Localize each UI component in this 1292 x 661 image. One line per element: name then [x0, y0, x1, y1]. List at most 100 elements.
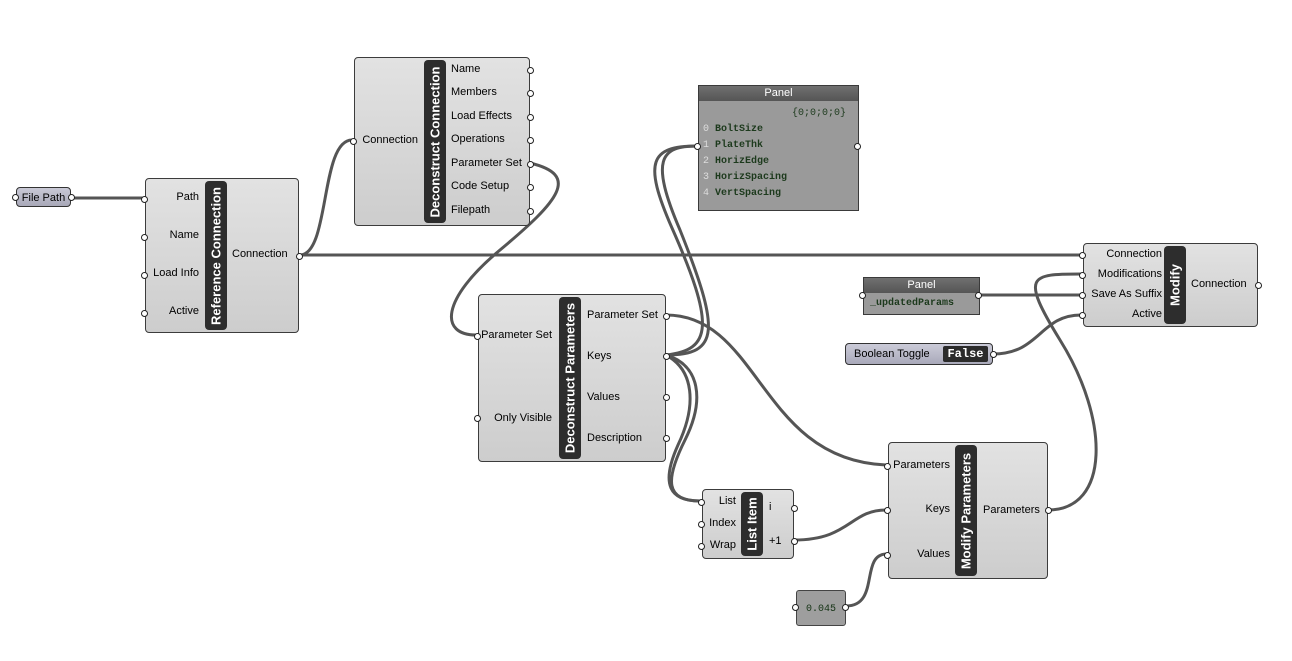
output-grip-filepath[interactable]: [527, 208, 534, 215]
component-title: List Item: [744, 497, 760, 551]
input-active: Active: [1132, 308, 1162, 320]
panel-value: _updatedParams: [870, 298, 955, 309]
input-grip-parameters[interactable]: [884, 463, 891, 470]
input-grip-name[interactable]: [141, 234, 148, 241]
input-only-visible: Only Visible: [494, 412, 552, 424]
output-item: i: [769, 501, 772, 513]
component-title-bar: Deconstruct Parameters: [559, 297, 581, 459]
input-grip-active[interactable]: [141, 310, 148, 317]
toggle-value[interactable]: False: [943, 346, 988, 362]
component-title: Reference Connection: [208, 186, 224, 325]
input-wrap: Wrap: [709, 539, 736, 551]
output-grip-operations[interactable]: [527, 137, 534, 144]
component-title-bar: Reference Connection: [205, 181, 227, 330]
output-grip-item[interactable]: [791, 505, 798, 512]
output-grip-keys[interactable]: [663, 353, 670, 360]
deconstruct-connection-component[interactable]: Connection Deconstruct Connection Name M…: [350, 57, 534, 226]
input-connection: Connection: [1106, 248, 1162, 260]
output-grip-load-effects[interactable]: [527, 114, 534, 121]
input-index: Index: [709, 517, 736, 529]
file-path-label: File Path: [21, 192, 66, 204]
boolean-toggle[interactable]: Boolean Toggle False: [845, 343, 997, 365]
component-title-bar: Modify Parameters: [955, 445, 977, 576]
input-grip-modifications[interactable]: [1079, 272, 1086, 279]
file-path-parameter[interactable]: File Path: [12, 187, 75, 207]
input-grip-parameter-set[interactable]: [474, 333, 481, 340]
file-path-output-grip[interactable]: [68, 194, 75, 201]
input-load-info: Load Info: [153, 267, 199, 279]
input-active: Active: [169, 305, 199, 317]
output-keys: Keys: [587, 350, 612, 362]
panel-output-grip[interactable]: [854, 143, 861, 150]
input-list: List: [718, 495, 736, 507]
output-grip-code-setup[interactable]: [527, 184, 534, 191]
output-name: Name: [451, 63, 481, 75]
output-grip-parameter-set[interactable]: [663, 313, 670, 320]
input-grip-connection[interactable]: [350, 138, 357, 145]
row-value: HorizEdge: [715, 156, 770, 167]
panel-input-grip[interactable]: [694, 143, 701, 150]
reference-connection-component[interactable]: Path Name Load Info Active Reference Con…: [141, 178, 303, 333]
modify-component[interactable]: Connection Modifications Save As Suffix …: [1079, 243, 1262, 327]
panel-keys[interactable]: Panel {0;0;0;0} 0 BoltSize 1 PlateThk 2 …: [694, 85, 861, 211]
panel-suffix[interactable]: Panel _updatedParams: [859, 277, 982, 315]
output-grip-name[interactable]: [527, 67, 534, 74]
output-grip-parameter-set[interactable]: [527, 161, 534, 168]
output-description: Description: [587, 432, 643, 444]
input-values: Values: [917, 548, 950, 560]
number-output-grip[interactable]: [842, 604, 849, 611]
output-parameter-set: Parameter Set: [587, 309, 658, 321]
input-grip-list[interactable]: [698, 499, 705, 506]
row-value: BoltSize: [715, 124, 764, 135]
input-grip-index[interactable]: [698, 521, 705, 528]
panel-title: Panel: [864, 278, 979, 293]
input-grip-connection[interactable]: [1079, 252, 1086, 259]
number-input-grip[interactable]: [792, 604, 799, 611]
input-keys: Keys: [925, 503, 950, 515]
panel-row: 1 PlateThk: [699, 138, 854, 154]
output-grip-parameters[interactable]: [1045, 507, 1052, 514]
panel-data-path: {0;0;0;0}: [791, 108, 846, 119]
deconstruct-parameters-component[interactable]: Parameter Set Only Visible Deconstruct P…: [474, 294, 670, 462]
file-path-input-grip[interactable]: [12, 194, 19, 201]
wire-keys-to-listitem-b: [664, 353, 702, 503]
output-values: Values: [587, 391, 620, 403]
output-grip-connection[interactable]: [296, 253, 303, 260]
row-value: PlateThk: [715, 140, 764, 151]
panel-input-grip[interactable]: [859, 292, 866, 299]
wire-listitem-to-keys: [792, 508, 888, 542]
output-grip-description[interactable]: [663, 435, 670, 442]
output-grip-values[interactable]: [663, 394, 670, 401]
input-grip-load-info[interactable]: [141, 272, 148, 279]
output-operations: Operations: [451, 133, 505, 145]
output-grip-connection[interactable]: [1255, 282, 1262, 289]
component-title: Modify Parameters: [958, 452, 974, 569]
toggle-label: Boolean Toggle: [854, 348, 930, 360]
modify-parameters-component[interactable]: Parameters Keys Values Modify Parameters…: [884, 442, 1052, 579]
input-name: Name: [169, 229, 199, 241]
input-grip-keys[interactable]: [884, 507, 891, 514]
input-grip-active[interactable]: [1079, 312, 1086, 319]
output-grip-members[interactable]: [527, 90, 534, 97]
input-connection: Connection: [362, 134, 418, 146]
input-grip-only-visible[interactable]: [474, 415, 481, 422]
input-grip-save-as-suffix[interactable]: [1079, 292, 1086, 299]
input-grip-values[interactable]: [884, 552, 891, 559]
component-title-bar: Modify: [1164, 246, 1186, 324]
output-code-setup: Code Setup: [451, 180, 510, 192]
input-grip-wrap[interactable]: [698, 543, 705, 550]
panel-row: 2 HorizEdge: [699, 154, 854, 170]
row-index: 1: [703, 140, 710, 151]
row-index: 2: [703, 156, 710, 167]
output-connection: Connection: [232, 248, 288, 260]
toggle-output-grip[interactable]: [990, 351, 997, 358]
output-connection: Connection: [1191, 278, 1247, 290]
list-item-component[interactable]: List Index Wrap List Item i +1: [698, 489, 798, 559]
output-grip-next[interactable]: [791, 538, 798, 545]
panel-row: 0 BoltSize: [699, 122, 854, 138]
row-index: 3: [703, 172, 710, 183]
number-parameter[interactable]: 0.045: [792, 590, 849, 626]
component-title-bar: List Item: [741, 492, 763, 556]
panel-output-grip[interactable]: [975, 292, 982, 299]
input-grip-path[interactable]: [141, 196, 148, 203]
